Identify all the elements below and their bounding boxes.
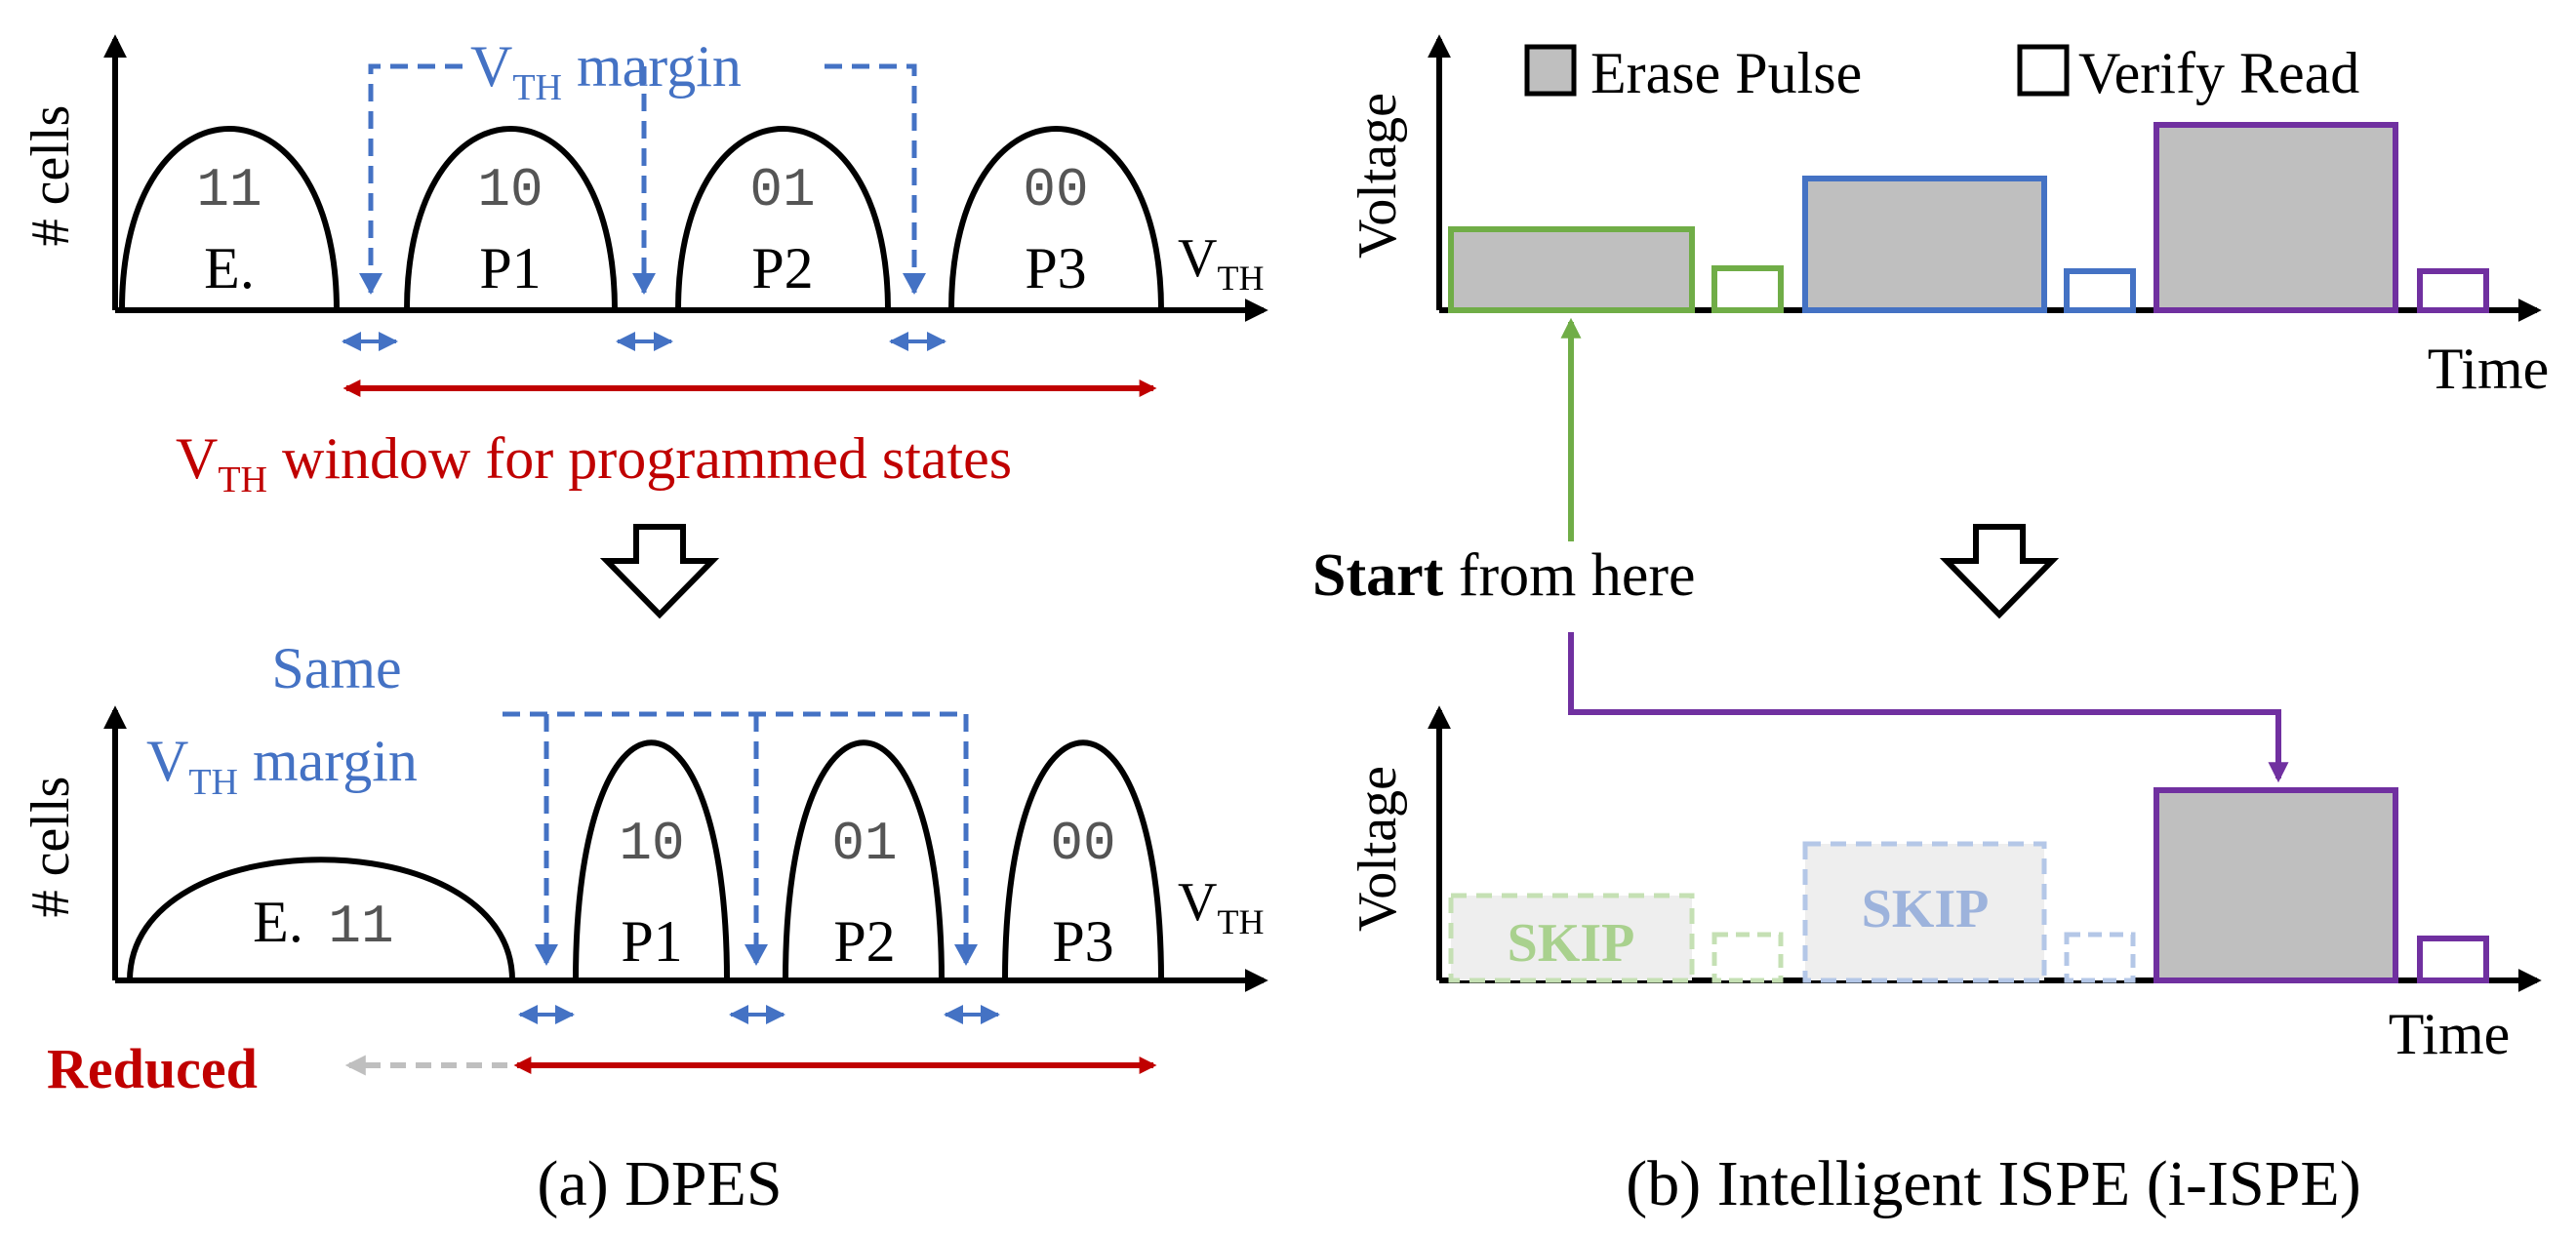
y-axis-label: Voltage bbox=[1348, 93, 1408, 259]
same-label: Same bbox=[271, 636, 401, 700]
legend-erase-label: Erase Pulse bbox=[1590, 41, 1862, 105]
skip-label: SKIP bbox=[1508, 913, 1635, 974]
state-name: E. bbox=[253, 890, 303, 954]
panel-a-bottom: # cells VTH E. 11 10 P1 01 P2 00 P3 Same… bbox=[20, 636, 1268, 1100]
y-axis-label: # cells bbox=[20, 105, 81, 247]
jump-arrow bbox=[1568, 632, 2289, 783]
y-axis-label: Voltage bbox=[1348, 766, 1408, 932]
verify-read-2 bbox=[2064, 268, 2136, 313]
p3-distribution bbox=[948, 126, 1164, 311]
reduced-label: Reduced bbox=[47, 1037, 258, 1100]
state-name: P1 bbox=[479, 236, 541, 300]
vth-margin-label: VTH margin bbox=[470, 34, 742, 108]
panel-b-top: Erase Pulse Verify Read Voltage Time bbox=[1348, 34, 2550, 401]
p2-distribution bbox=[783, 739, 945, 981]
verify-read-3 bbox=[2417, 268, 2489, 313]
skipped-erase-pulse-2 bbox=[1802, 841, 2047, 983]
erase-pulse-3 bbox=[2153, 122, 2398, 313]
state-name: P2 bbox=[751, 236, 813, 300]
margin-arrowheads bbox=[359, 273, 926, 295]
margin-arrowheads bbox=[535, 944, 978, 966]
p1-distribution bbox=[404, 126, 618, 311]
p2-distribution bbox=[675, 126, 891, 311]
state-name: P2 bbox=[833, 909, 895, 974]
legend-verify-label: Verify Read bbox=[2078, 41, 2359, 105]
vth-window-label: VTH window for programmed states bbox=[176, 426, 1012, 500]
erase-pulse-3 bbox=[2153, 787, 2398, 983]
state-name: P3 bbox=[1025, 236, 1086, 300]
caption-b: (b) Intelligent ISPE (i-ISPE) bbox=[1626, 1148, 2360, 1219]
panel-b-bottom: Voltage Time SKIP SKIP bbox=[1348, 705, 2542, 1066]
panel-a-top: # cells VTH 11 E. 10 P1 01 P2 00 P3 VTH … bbox=[20, 34, 1268, 500]
legend-erase-swatch bbox=[1524, 44, 1577, 97]
state-code: 11 bbox=[328, 896, 393, 958]
state-name: E. bbox=[204, 236, 255, 300]
skipped-verify-read-2 bbox=[2064, 932, 2136, 983]
erased-distribution bbox=[127, 857, 515, 981]
x-axis-label: Time bbox=[2389, 1002, 2511, 1066]
skipped-erase-pulse-1 bbox=[1448, 893, 1695, 983]
start-label: Start from here bbox=[1312, 542, 1696, 609]
x-axis-label: VTH bbox=[1178, 228, 1264, 298]
state-code: 10 bbox=[477, 159, 543, 221]
y-axis-label: # cells bbox=[20, 777, 81, 918]
state-code: 01 bbox=[749, 159, 815, 221]
same-margin-bracket bbox=[503, 711, 969, 963]
verify-read-3 bbox=[2417, 936, 2489, 983]
skipped-verify-read-1 bbox=[1711, 932, 1784, 983]
legend-verify-swatch bbox=[2017, 44, 2070, 97]
x-axis-label: Time bbox=[2428, 337, 2550, 401]
erased-distribution bbox=[119, 126, 340, 311]
state-code: 00 bbox=[1050, 813, 1115, 875]
vth-margin-label: VTH margin bbox=[146, 729, 418, 803]
state-code: 01 bbox=[831, 813, 897, 875]
state-code: 11 bbox=[196, 159, 262, 221]
verify-read-1 bbox=[1711, 265, 1784, 313]
state-name: P3 bbox=[1052, 909, 1113, 974]
p1-distribution bbox=[573, 739, 730, 981]
erase-pulse-2 bbox=[1802, 176, 2047, 313]
erase-pulse-1 bbox=[1448, 226, 1695, 313]
state-name: P1 bbox=[621, 909, 682, 974]
vth-margin-bracket bbox=[368, 63, 917, 293]
transition-arrow-a bbox=[599, 524, 720, 619]
p3-distribution bbox=[1002, 739, 1164, 981]
state-code: 10 bbox=[619, 813, 684, 875]
x-axis-label: VTH bbox=[1178, 872, 1264, 941]
skip-label: SKIP bbox=[1862, 879, 1990, 939]
caption-a: (a) DPES bbox=[537, 1148, 782, 1219]
transition-arrow-b bbox=[1939, 524, 2060, 619]
state-code: 00 bbox=[1023, 159, 1088, 221]
